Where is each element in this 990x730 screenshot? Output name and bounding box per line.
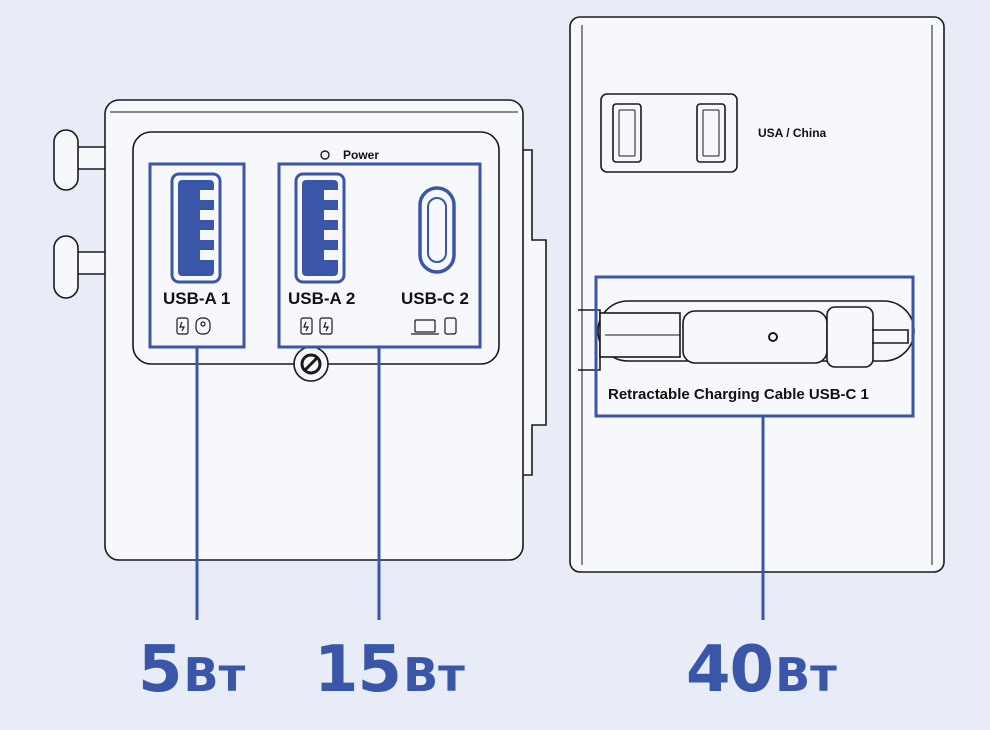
usb-a-2-port bbox=[294, 172, 346, 284]
usb-a-1-port bbox=[170, 172, 222, 284]
cable-highlight bbox=[594, 275, 915, 418]
wattage-usb-a-1: 5Вт bbox=[138, 638, 245, 702]
phone-icon bbox=[444, 317, 457, 335]
plug-region-label: USA / China bbox=[758, 126, 827, 140]
wattage-usb-a-2-usb-c-2: 15Вт bbox=[314, 638, 465, 702]
phone-icon bbox=[176, 317, 189, 335]
left-device bbox=[53, 99, 547, 561]
usb-a-2-label: USB-A 2 bbox=[288, 289, 356, 308]
wattage-cable: 40Вт bbox=[686, 638, 837, 702]
left-prongs bbox=[53, 129, 109, 299]
wattage-unit: Вт bbox=[403, 648, 465, 702]
tablet-icon bbox=[319, 317, 333, 335]
wattage-unit: Вт bbox=[775, 648, 837, 702]
laptop-icon bbox=[411, 319, 439, 335]
earbuds-icon bbox=[195, 317, 211, 335]
cable-label: Retractable Charging Cable USB-C 1 bbox=[608, 386, 869, 403]
plug-socket bbox=[600, 93, 738, 173]
usb-a-1-label: USB-A 1 bbox=[163, 289, 231, 308]
wattage-value: 40 bbox=[686, 633, 774, 707]
wattage-value: 5 bbox=[138, 633, 183, 707]
wattage-value: 15 bbox=[314, 633, 402, 707]
power-label: Power bbox=[343, 148, 380, 162]
release-button bbox=[293, 346, 329, 382]
retractable-cable bbox=[578, 300, 915, 371]
power-indicator bbox=[320, 150, 330, 160]
usb-c-2-port bbox=[418, 186, 456, 274]
right-device bbox=[569, 16, 945, 573]
phone-icon bbox=[300, 317, 313, 335]
wattage-unit: Вт bbox=[183, 648, 246, 702]
usb-c-2-label: USB-C 2 bbox=[401, 289, 470, 308]
